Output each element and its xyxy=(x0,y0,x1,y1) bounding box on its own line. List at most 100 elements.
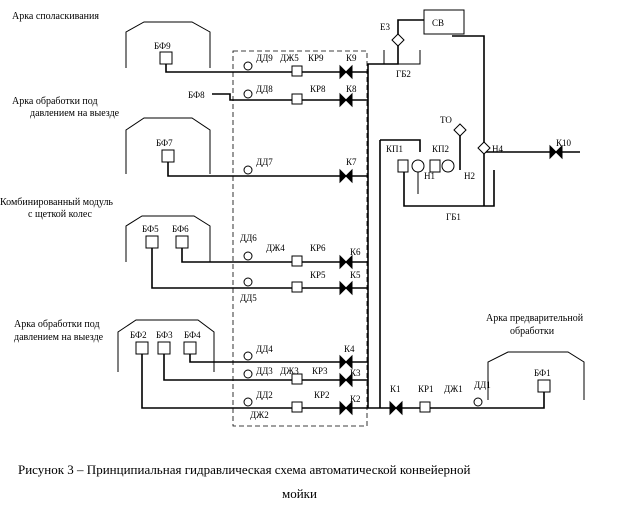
label-dd6: ДД6 xyxy=(240,233,257,243)
label-dzh3: ДЖ3 xyxy=(280,366,299,376)
pipe-to-sv xyxy=(452,35,485,152)
sensor-dd5 xyxy=(243,277,253,287)
filter-bf6 xyxy=(175,235,189,249)
label-k5: К5 xyxy=(350,270,361,280)
label-kr6: КР6 xyxy=(310,243,326,253)
label-dd4: ДД4 xyxy=(256,344,273,354)
valve-k6 xyxy=(339,254,353,270)
arch-combined-outline xyxy=(125,215,211,262)
valve-kp2 xyxy=(429,159,441,173)
label-k3b: К3 xyxy=(350,368,361,378)
regulator-kr9 xyxy=(291,65,303,77)
pipe-line-5 xyxy=(151,248,368,289)
label-k10: К10 xyxy=(556,138,572,148)
label-sv: СВ xyxy=(432,18,444,28)
tank-gb2 xyxy=(383,50,421,65)
arch-pressure-exit-top-label-2: давлением на выезде xyxy=(30,108,120,119)
pipe-to-gb2 xyxy=(367,44,399,72)
label-k1: К1 xyxy=(390,384,401,394)
tank-gb1 xyxy=(403,170,495,207)
valve-e3 xyxy=(391,33,405,47)
arch-combined-label-2: с щеткой колес xyxy=(28,209,93,220)
label-gb2: ГБ2 xyxy=(396,69,411,79)
pipe-line-4 xyxy=(189,354,368,363)
sensor-dd2 xyxy=(243,397,253,407)
arch-pre-treatment-label-1: Арка предварительной xyxy=(486,313,584,324)
tank-sv xyxy=(423,9,465,35)
regulator-kr3 xyxy=(291,373,303,385)
valve-k7 xyxy=(339,168,353,184)
label-dzh2: ДЖ2 xyxy=(250,410,269,420)
label-bf5: БФ5 xyxy=(142,224,159,234)
arch-rinse-outline xyxy=(125,21,211,68)
filter-to xyxy=(453,123,467,137)
caption-line-1: Рисунок 3 – Принципиальная гидравлическа… xyxy=(18,462,470,477)
valve-k9 xyxy=(339,64,353,80)
pump-n1 xyxy=(411,159,425,173)
label-dd9: ДД9 xyxy=(256,53,273,63)
label-dd5: ДД5 xyxy=(240,293,257,303)
label-bf3: БФ3 xyxy=(156,330,173,340)
filter-bf1 xyxy=(537,379,551,393)
label-dzh1: ДЖ1 xyxy=(444,384,463,394)
label-kr3: КР3 xyxy=(312,366,328,376)
sensor-dd4 xyxy=(243,351,253,361)
valve-k8 xyxy=(339,92,353,108)
regulator-kr1 xyxy=(419,401,431,413)
label-bf4: БФ4 xyxy=(184,330,201,340)
label-k2: К2 xyxy=(350,394,361,404)
control-block-dashed xyxy=(232,50,368,427)
label-kp1: КП1 xyxy=(386,144,403,154)
pipe-to-gb1 xyxy=(380,139,421,152)
label-kr2: КР2 xyxy=(314,390,330,400)
arch-pre-treatment-label-2: обработки xyxy=(510,326,555,337)
valve-k10 xyxy=(549,144,563,160)
filter-bf5 xyxy=(145,235,159,249)
valve-k1 xyxy=(389,400,403,416)
caption-line-2: мойки xyxy=(282,486,317,501)
label-kr9: КР9 xyxy=(308,53,324,63)
label-bf7: БФ7 xyxy=(156,138,173,148)
sensor-dd3 xyxy=(243,369,253,379)
label-dd3: ДД3 xyxy=(256,366,273,376)
label-kp2: КП2 xyxy=(432,144,449,154)
label-bf1: БФ1 xyxy=(534,368,551,378)
filter-bf2 xyxy=(135,341,149,355)
filter-bf7 xyxy=(161,149,175,163)
label-k4: К4 xyxy=(344,344,355,354)
sensor-dd8 xyxy=(243,89,253,99)
label-n4: Н4 xyxy=(492,144,503,154)
label-dd2: ДД2 xyxy=(256,390,273,400)
sensor-dd9 xyxy=(243,61,253,71)
label-dd7: ДД7 xyxy=(256,157,273,167)
pipe-line-6 xyxy=(181,248,368,263)
filter-bf3 xyxy=(157,341,171,355)
label-bf9: БФ9 xyxy=(154,41,171,51)
regulator-kr8 xyxy=(291,93,303,105)
label-k7: К7 xyxy=(346,157,357,167)
label-kr1: КР1 xyxy=(418,384,434,394)
valve-k4 xyxy=(339,354,353,370)
pipe-line-7 xyxy=(167,162,368,177)
label-to: ТО xyxy=(440,115,452,125)
label-k8: К8 xyxy=(346,84,357,94)
label-dzh4: ДЖ4 xyxy=(266,243,285,253)
arch-pressure-exit-top-label-1: Арка обработки под xyxy=(12,96,98,107)
arch-pressure-exit-bottom-label-2: давлением на выезде xyxy=(14,332,104,343)
label-dd1: ДД1 xyxy=(474,380,491,390)
sensor-dd7 xyxy=(243,165,253,175)
pipe-line-9 xyxy=(165,64,368,73)
valve-k2 xyxy=(339,400,353,416)
label-k9: К9 xyxy=(346,53,357,63)
label-kr8: КР8 xyxy=(310,84,326,94)
valve-kp1 xyxy=(397,159,409,173)
arch-rinse-label: Арка споласкивания xyxy=(12,11,99,22)
regulator-kr5 xyxy=(291,281,303,293)
regulator-kr6 xyxy=(291,255,303,267)
label-bf8: БФ8 xyxy=(188,90,205,100)
filter-bf4 xyxy=(183,341,197,355)
label-e3: Е3 xyxy=(380,22,390,32)
arch-pressure-exit-top-outline xyxy=(125,117,211,174)
valve-n4 xyxy=(477,141,491,155)
